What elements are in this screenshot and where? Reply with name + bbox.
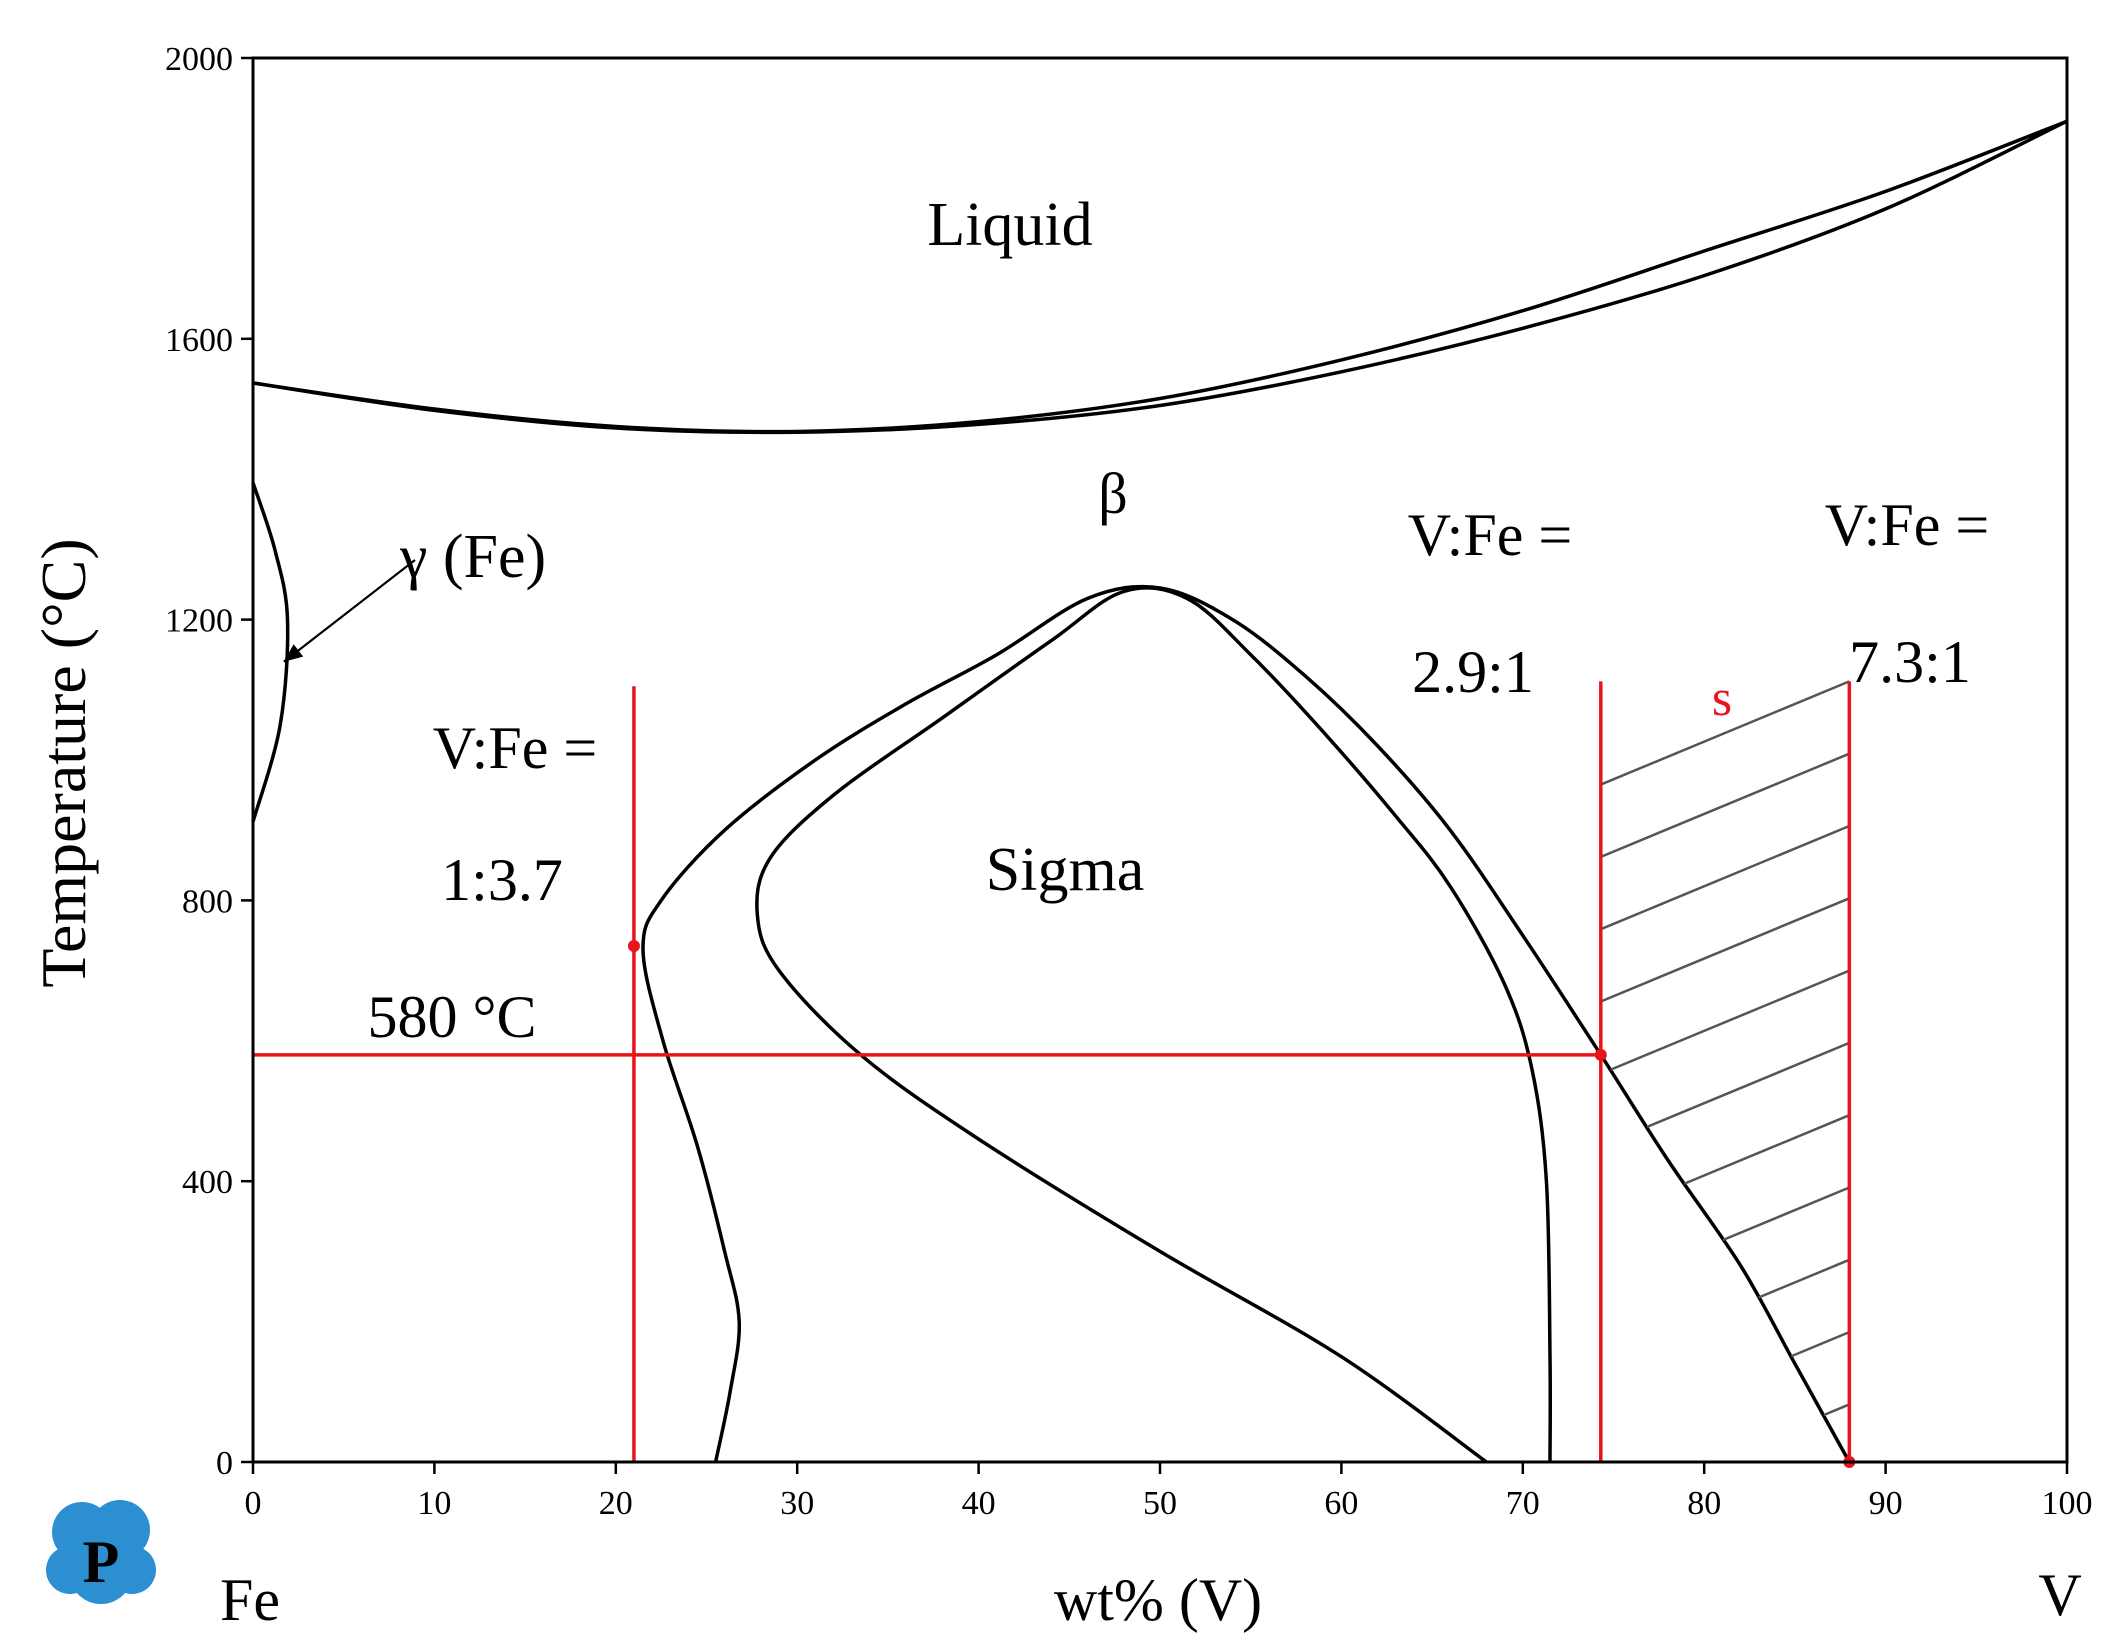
ratio1-line1: V:Fe = [433, 715, 597, 781]
x-tick-label: 20 [599, 1485, 633, 1522]
hatch-line [1823, 1403, 1850, 1417]
x-tick-label: 70 [1506, 1485, 1540, 1522]
x-tick-label: 50 [1143, 1485, 1177, 1522]
y-axis-label: Temperature (°C) [28, 538, 99, 987]
x-tick-label: 30 [780, 1485, 814, 1522]
hatch-line [1600, 680, 1850, 786]
x-tick-label: 80 [1687, 1485, 1721, 1522]
phase-label-sigma: Sigma [986, 836, 1144, 904]
x-tick-label: 60 [1324, 1485, 1358, 1522]
hatch-line [1600, 824, 1850, 931]
x-tick-label: 90 [1869, 1485, 1903, 1522]
hatch-line [1683, 1114, 1850, 1185]
gamma-arrow-head [283, 644, 304, 662]
red-marker [1594, 1048, 1607, 1061]
hatch-line [1790, 1330, 1850, 1358]
phase-label-gamma: γ (Fe) [399, 523, 546, 591]
curve-sigma_outer [641, 584, 1851, 1463]
curve-sigma_inner [755, 586, 1553, 1464]
y-tick-label: 800 [182, 883, 233, 920]
y-tick-label: 0 [216, 1445, 233, 1482]
x-tick-label: 40 [962, 1485, 996, 1522]
s-region-label: s [1712, 670, 1732, 727]
x-tick-label: 100 [2042, 1485, 2093, 1522]
hatch-line [1646, 1041, 1850, 1129]
phase-curves [251, 119, 2068, 1464]
hatch-line [1758, 1258, 1850, 1299]
phase-label-liquid: Liquid [927, 191, 1092, 259]
hatch-line [1600, 897, 1850, 1003]
x-tick-label: 10 [417, 1485, 451, 1522]
ratio2-line2: 2.9:1 [1412, 639, 1534, 705]
ticks: 0 10 20 30 40 50 60 70 80 90 100 0 400 800 1200 1600 200… [165, 41, 2093, 1522]
ratio3-line1: V:Fe = [1825, 492, 1989, 558]
temp-580-label: 580 °C [367, 984, 536, 1050]
curve-liquidus [252, 119, 2068, 434]
curve-gamma_loop [251, 482, 290, 823]
ratio2-line1: V:Fe = [1408, 502, 1572, 568]
hatch-region [1600, 680, 1850, 1417]
hatch-line [1722, 1186, 1850, 1242]
ratio1-line2: 1:3.7 [441, 847, 563, 913]
hatch-line [1600, 752, 1850, 859]
x-tick-label: 0 [245, 1485, 262, 1522]
hatch-line [1610, 969, 1850, 1071]
ratio3-line2: 7.3:1 [1849, 629, 1971, 695]
phase-label-beta: β [1098, 461, 1128, 526]
y-tick-label: 1600 [165, 322, 233, 359]
x-axis-label: wt% (V) [1054, 1567, 1262, 1633]
y-tick-label: 400 [182, 1164, 233, 1201]
red-marker [627, 940, 640, 953]
logo-letter: P [83, 1529, 120, 1595]
y-tick-label: 1200 [165, 603, 233, 640]
y-tick-label: 2000 [165, 41, 233, 78]
logo-icon: P [46, 1500, 156, 1604]
element-label-fe: Fe [220, 1567, 280, 1633]
curve-solidus [252, 119, 2068, 435]
gamma-arrow-line [283, 559, 416, 663]
element-label-v: V [2038, 1562, 2081, 1628]
